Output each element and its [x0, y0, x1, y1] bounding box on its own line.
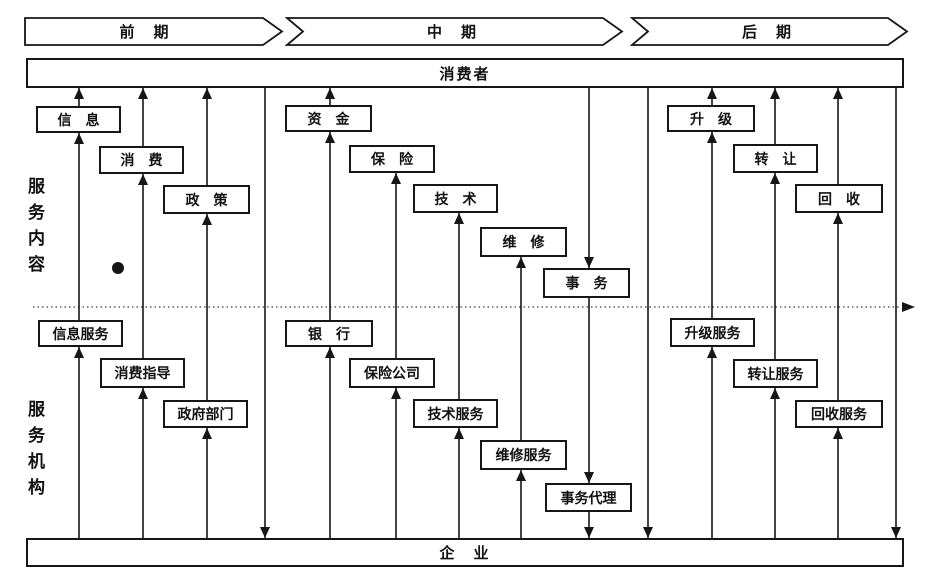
content-box-transfer: 转 让 — [733, 144, 818, 173]
org-box-government-dept: 政府部门 — [163, 400, 248, 428]
phase-label-late: 后 期 — [741, 24, 793, 41]
org-box-recycle-service: 回收服务 — [795, 400, 883, 428]
bullet-dot — [112, 262, 124, 274]
content-box-technology: 技 术 — [413, 184, 498, 213]
phase-label-early: 前 期 — [119, 24, 171, 41]
org-box-upgrade-service: 升级服务 — [670, 318, 755, 347]
org-box-transfer-service: 转让服务 — [733, 359, 818, 388]
arrowheads-down — [260, 257, 901, 538]
content-box-consumption: 消 费 — [99, 146, 184, 174]
phase-banner-middle — [284, 17, 624, 46]
content-box-policy: 政 策 — [163, 185, 250, 214]
enterprise-bar: 企 业 — [26, 538, 904, 567]
arrowheads-up — [74, 88, 843, 481]
org-box-consumption-guidance: 消费指导 — [100, 358, 185, 388]
flow-lines — [78, 88, 897, 538]
content-box-info: 信 息 — [36, 106, 121, 133]
phase-banner-late — [629, 17, 909, 46]
org-box-info-service: 信息服务 — [38, 320, 123, 347]
org-box-affairs-agency: 事务代理 — [545, 483, 632, 512]
content-box-recycle: 回 收 — [795, 184, 883, 213]
axis-label-service-content: 服务内容 — [25, 177, 44, 281]
axis-arrowhead-right — [902, 302, 915, 312]
consumer-bar: 消费者 — [26, 58, 904, 88]
content-box-affairs: 事 务 — [543, 268, 630, 298]
content-box-maintenance: 维 修 — [480, 227, 567, 257]
org-box-maintenance-service: 维修服务 — [480, 440, 567, 470]
content-box-funds: 资 金 — [285, 105, 372, 132]
org-box-tech-service: 技术服务 — [413, 399, 498, 428]
axis-label-service-org: 服务机构 — [25, 400, 44, 504]
phase-banner-early — [24, 17, 284, 46]
content-box-insurance: 保 险 — [349, 145, 435, 173]
org-box-bank: 银 行 — [285, 320, 373, 347]
phase-label-middle: 中 期 — [426, 24, 478, 41]
org-box-insurance-company: 保险公司 — [349, 358, 435, 388]
content-box-upgrade: 升 级 — [667, 105, 755, 132]
